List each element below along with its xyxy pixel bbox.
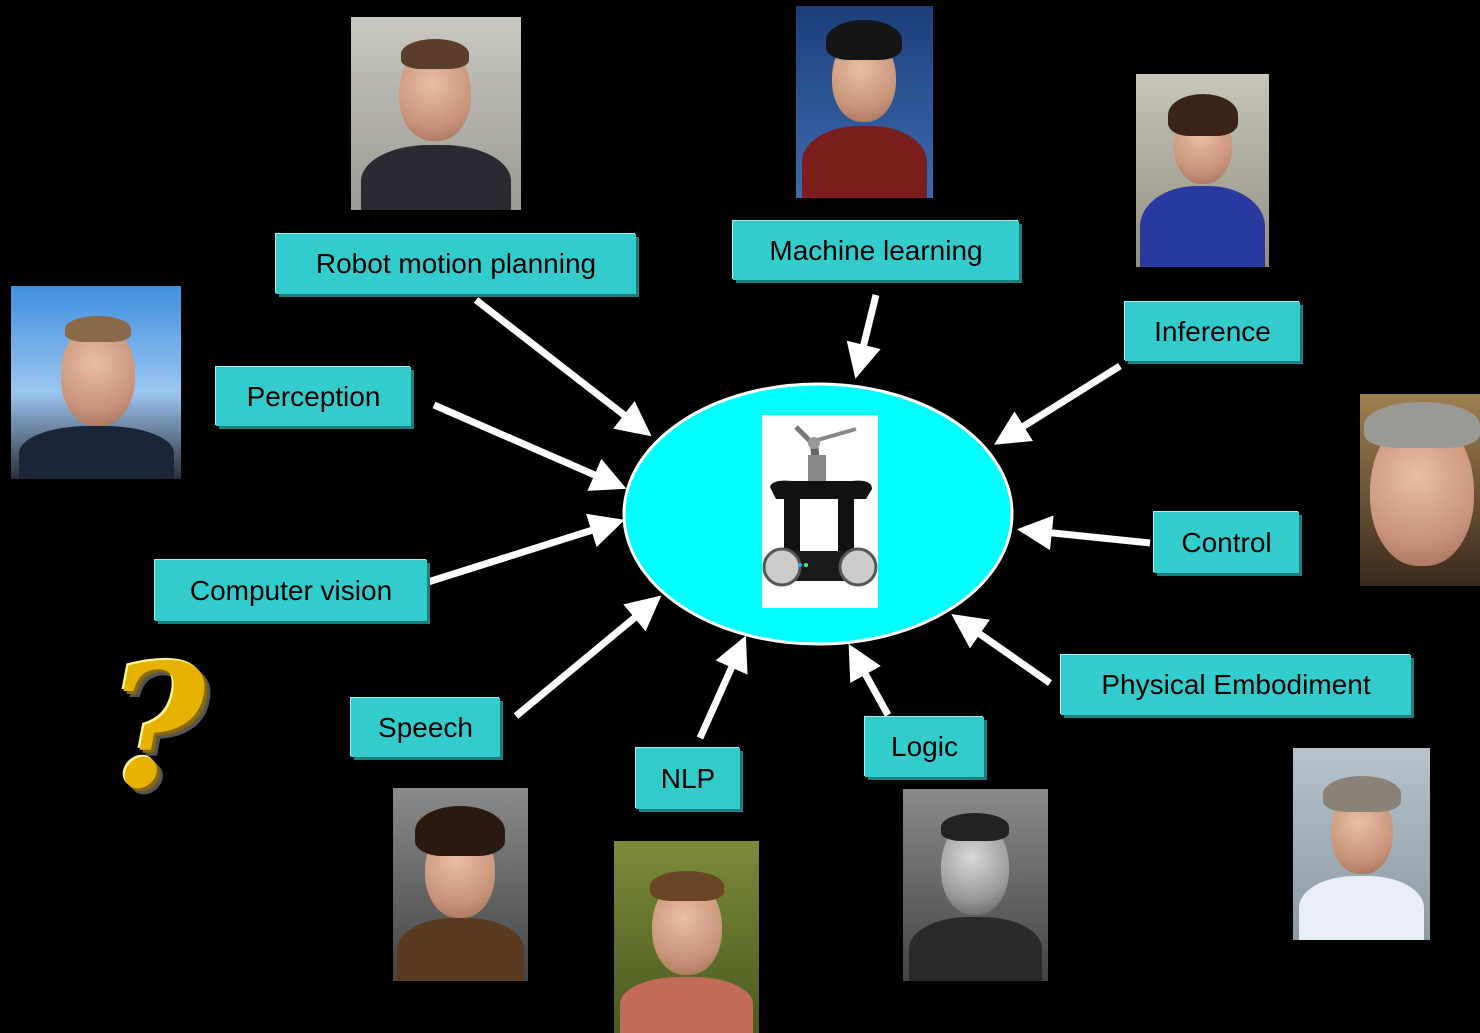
arrow-robot-motion-planning	[473, 297, 652, 437]
portrait-machine-learning	[796, 6, 933, 198]
portrait-physical-embodiment	[1293, 748, 1430, 940]
label-perception: Perception	[216, 367, 411, 426]
label-robot-motion-planning: Robot motion planning	[276, 234, 636, 294]
label-logic: Logic	[865, 717, 984, 777]
portrait-speech	[393, 788, 528, 981]
arrow-computer-vision	[426, 513, 625, 586]
label-nlp: NLP	[636, 748, 740, 809]
arrow-nlp	[696, 635, 748, 740]
portrait-perception	[11, 286, 181, 479]
question-mark-icon: ?	[106, 627, 206, 827]
arrow-inference	[994, 363, 1122, 445]
label-machine-learning: Machine learning	[733, 221, 1019, 280]
arrow-control	[1017, 515, 1151, 551]
label-physical-embodiment: Physical Embodiment	[1061, 655, 1411, 715]
arrow-perception	[432, 401, 627, 491]
arrow-machine-learning	[846, 294, 881, 379]
arrow-physical-embodiment	[951, 613, 1053, 686]
label-computer-vision: Computer vision	[155, 560, 427, 621]
portrait-robot-motion-planning	[351, 17, 521, 210]
label-inference: Inference	[1125, 302, 1300, 361]
segway-robot-icon	[762, 425, 878, 587]
label-control: Control	[1154, 512, 1299, 573]
portrait-nlp	[614, 841, 759, 1033]
portrait-logic	[903, 789, 1048, 981]
portrait-control	[1360, 394, 1480, 586]
label-speech: Speech	[351, 698, 500, 757]
robot-image	[762, 415, 878, 608]
arrow-logic	[848, 643, 892, 717]
portrait-inference	[1136, 74, 1269, 267]
arrow-speech	[513, 595, 662, 719]
